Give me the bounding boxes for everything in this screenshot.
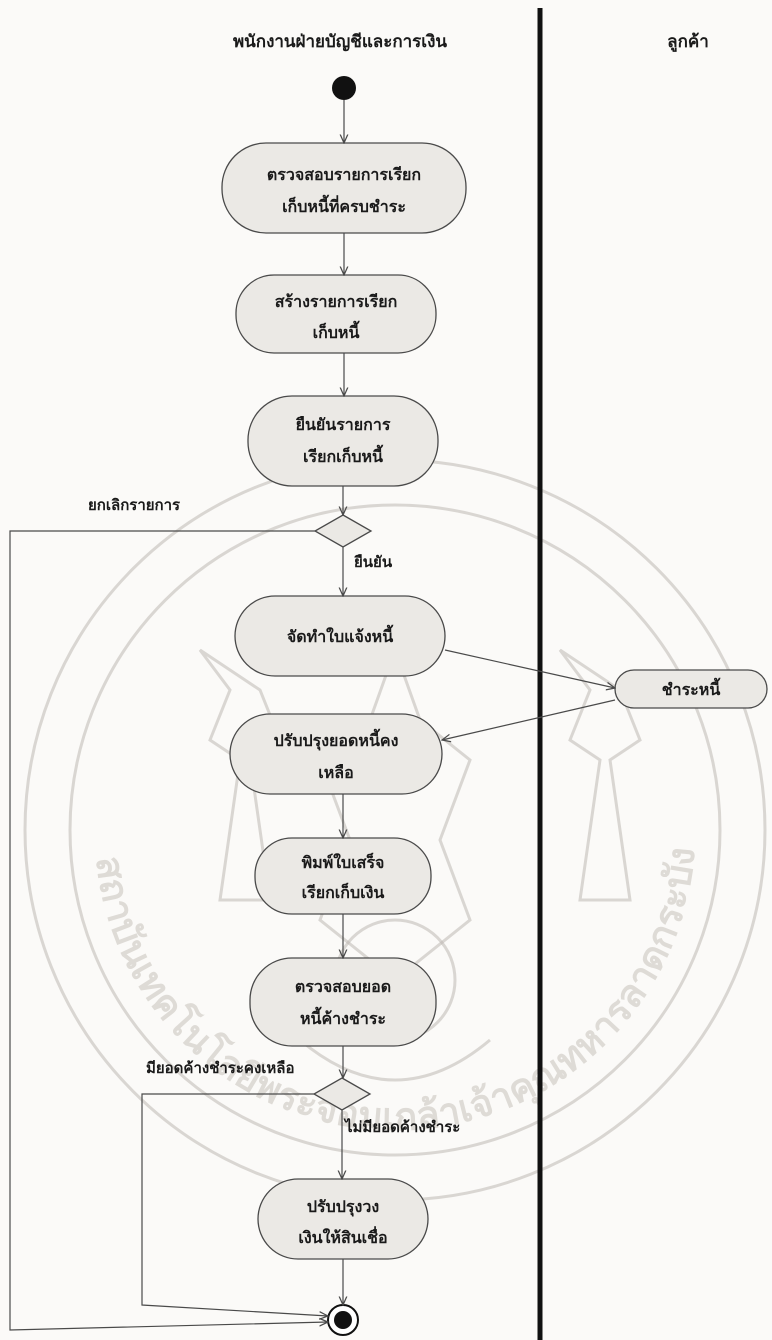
final-node: [327, 1304, 359, 1336]
svg-text:ตรวจสอบรายการเรียกเก็บหนี้ที่ค: ตรวจสอบรายการเรียกเก็บหนี้ที่ครบชำระ: [267, 165, 421, 216]
activity-create-collection: สร้างรายการเรียกเก็บหนี้: [235, 274, 437, 354]
watermark-seal: สถาบันเทคโนโลยีพระจอมเกล้าเจ้าคุณทหารลาด…: [23, 458, 767, 1202]
svg-text:ตรวจสอบยอดหนี้ค้างชำระ: ตรวจสอบยอดหนี้ค้างชำระ: [295, 977, 391, 1028]
svg-text:สร้างรายการเรียกเก็บหนี้: สร้างรายการเรียกเก็บหนี้: [275, 292, 398, 342]
activity-check-due: ตรวจสอบรายการเรียกเก็บหนี้ที่ครบชำระ: [221, 142, 467, 234]
guard-no-outstanding: ไม่มียอดค้างชำระ: [343, 1117, 460, 1136]
edge-pay-update: [442, 699, 616, 740]
lane-title-staff: พนักงานฝ่ายบัญชีและการเงิน: [233, 31, 447, 52]
decision-confirm: [313, 514, 373, 548]
svg-text:จัดทำใบแจ้งหนี้: จัดทำใบแจ้งหนี้: [287, 624, 394, 646]
edge-outstanding-final: [141, 1093, 328, 1316]
svg-text:พิมพ์ใบเสร็จเรียกเก็บเงิน: พิมพ์ใบเสร็จเรียกเก็บเงิน: [302, 851, 385, 902]
guard-has-outstanding: มียอดค้างชำระคงเหลือ: [146, 1059, 295, 1077]
activity-update-credit: ปรับปรุงวงเงินให้สินเชื่อ: [257, 1178, 429, 1260]
initial-node: [332, 76, 356, 100]
edge-cancel-final: [9, 530, 328, 1331]
activity-confirm-collection: ยืนยันรายการเรียกเก็บหนี้: [247, 395, 439, 487]
edge-invoice-pay: [444, 649, 615, 688]
activity-pay-debt: ชำระหนี้: [614, 669, 768, 709]
activity-prepare-invoice: จัดทำใบแจ้งหนี้: [234, 595, 446, 677]
guard-confirm: ยืนยัน: [354, 553, 393, 571]
activity-check-outstanding: ตรวจสอบยอดหนี้ค้างชำระ: [249, 957, 437, 1047]
svg-text:ปรับปรุงยอดหนี้คงเหลือ: ปรับปรุงยอดหนี้คงเหลือ: [274, 728, 399, 782]
lane-title-customer: ลูกค้า: [667, 32, 709, 53]
activity-print-receipt: พิมพ์ใบเสร็จเรียกเก็บเงิน: [254, 837, 432, 915]
svg-text:ปรับปรุงวงเงินให้สินเชื่อ: ปรับปรุงวงเงินให้สินเชื่อ: [298, 1197, 387, 1247]
guard-cancel: ยกเลิกรายการ: [88, 496, 181, 514]
activity-update-balance: ปรับปรุงยอดหนี้คงเหลือ: [229, 713, 443, 795]
svg-text:ชำระหนี้: ชำระหนี้: [662, 677, 721, 699]
svg-text:ยืนยันรายการเรียกเก็บหนี้: ยืนยันรายการเรียกเก็บหนี้: [295, 415, 391, 466]
